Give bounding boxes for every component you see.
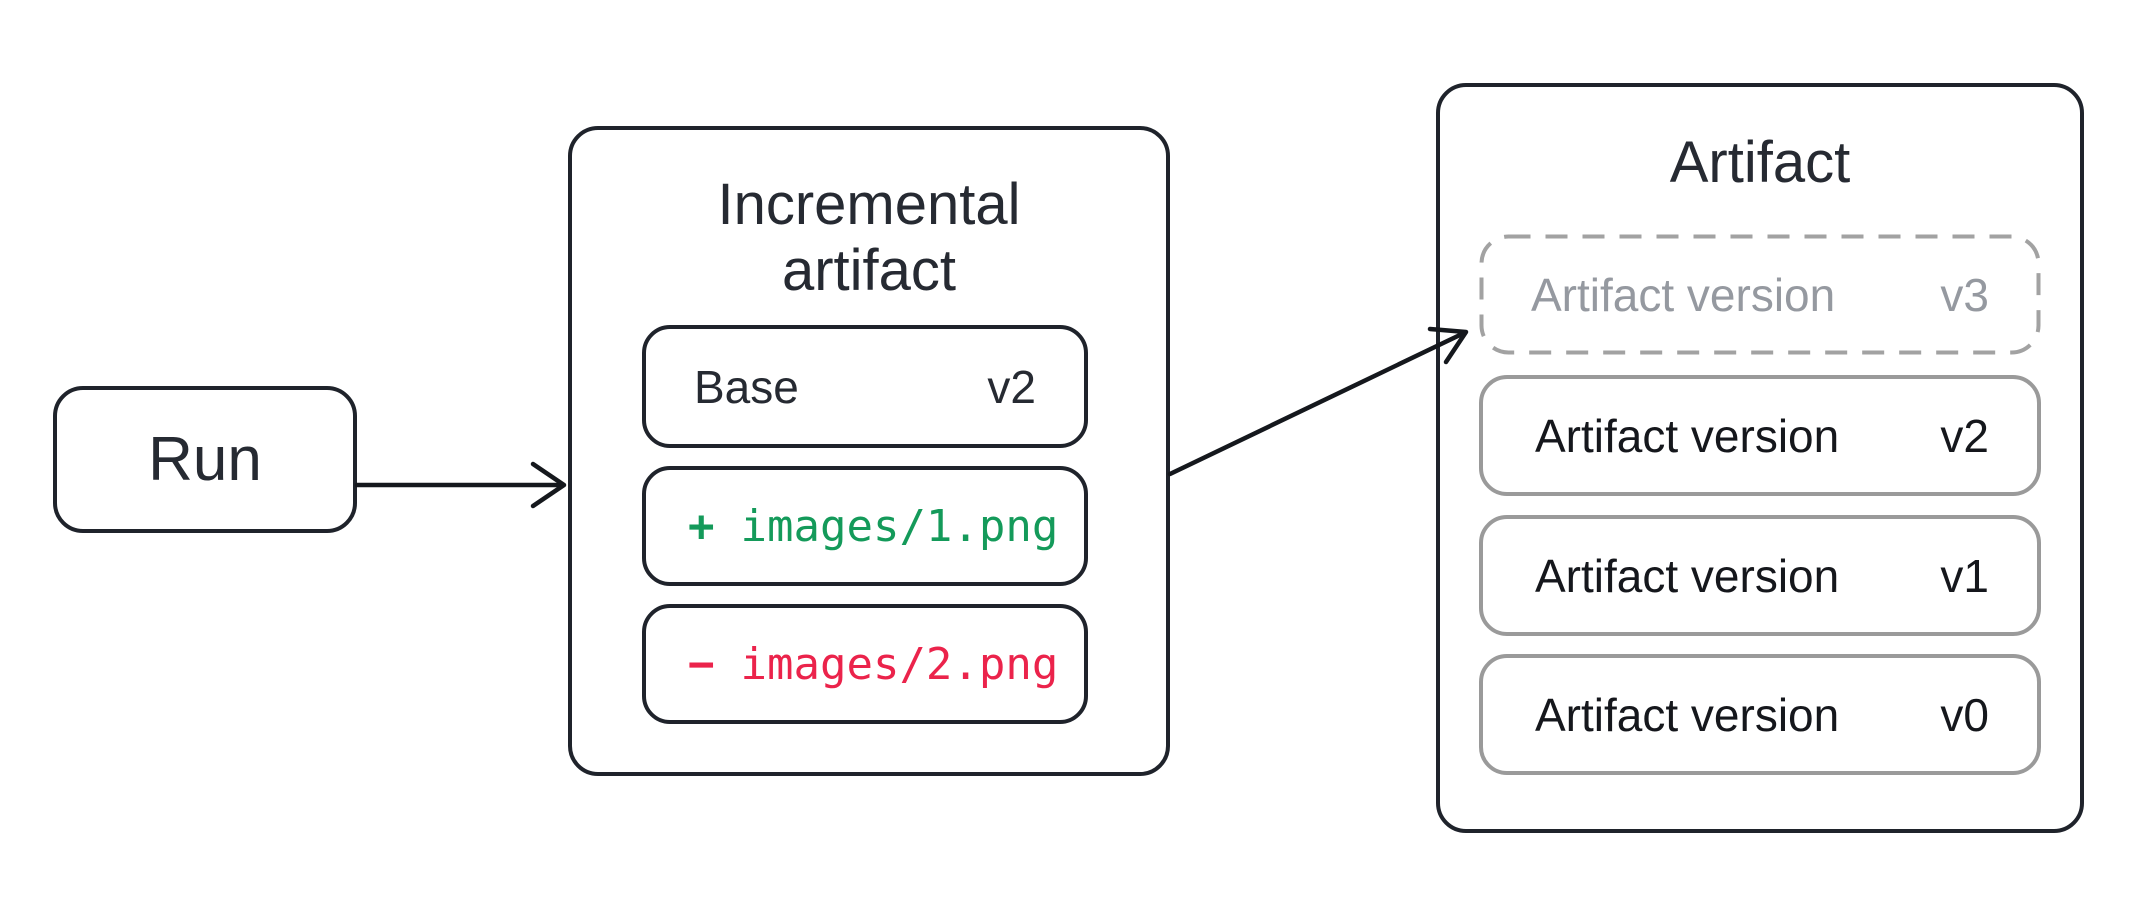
base-version-row: Base v2: [642, 325, 1088, 448]
incremental-title-line2: artifact: [781, 238, 957, 303]
artifact-title: Artifact: [1669, 130, 1851, 195]
pending-artifact-version-row: Artifact version v3: [1479, 234, 2041, 355]
incremental-artifact-title: Incremental artifact: [568, 172, 1170, 304]
artifact-version-number: v3: [1940, 268, 1989, 321]
added-file-row: + images/1.png: [642, 466, 1088, 586]
artifact-version-row: Artifact version v2: [1479, 375, 2041, 496]
artifact-version-number: v2: [1940, 409, 1989, 462]
added-file-path: images/1.png: [740, 500, 1059, 552]
minus-sign-icon: −: [688, 638, 715, 690]
artifact-version-label: Artifact version: [1535, 688, 1840, 741]
artifact-version-row: Artifact version v0: [1479, 654, 2041, 775]
artifact-version-label: Artifact version: [1535, 549, 1840, 602]
arrow-incremental-to-artifact-version: [1167, 326, 1469, 477]
dashed-border: [1479, 234, 2041, 355]
artifact-version-label: Artifact version: [1531, 268, 1836, 321]
arrow-run-to-incremental: [354, 461, 567, 509]
artifact-version-number: v0: [1940, 688, 1989, 741]
arrowhead-icon: [530, 461, 567, 509]
artifact-version-number: v1: [1940, 549, 1989, 602]
artifact-version-row: Artifact version v1: [1479, 515, 2041, 636]
plus-sign-icon: +: [688, 500, 715, 552]
artifact-version-label: Artifact version: [1535, 409, 1840, 462]
removed-file-path: images/2.png: [740, 638, 1059, 690]
removed-file-row: − images/2.png: [642, 604, 1088, 724]
run-node: Run: [53, 386, 357, 533]
base-version-number: v2: [987, 360, 1036, 413]
base-label: Base: [694, 360, 799, 413]
incremental-title-line1: Incremental: [717, 172, 1021, 237]
run-label: Run: [148, 425, 262, 494]
